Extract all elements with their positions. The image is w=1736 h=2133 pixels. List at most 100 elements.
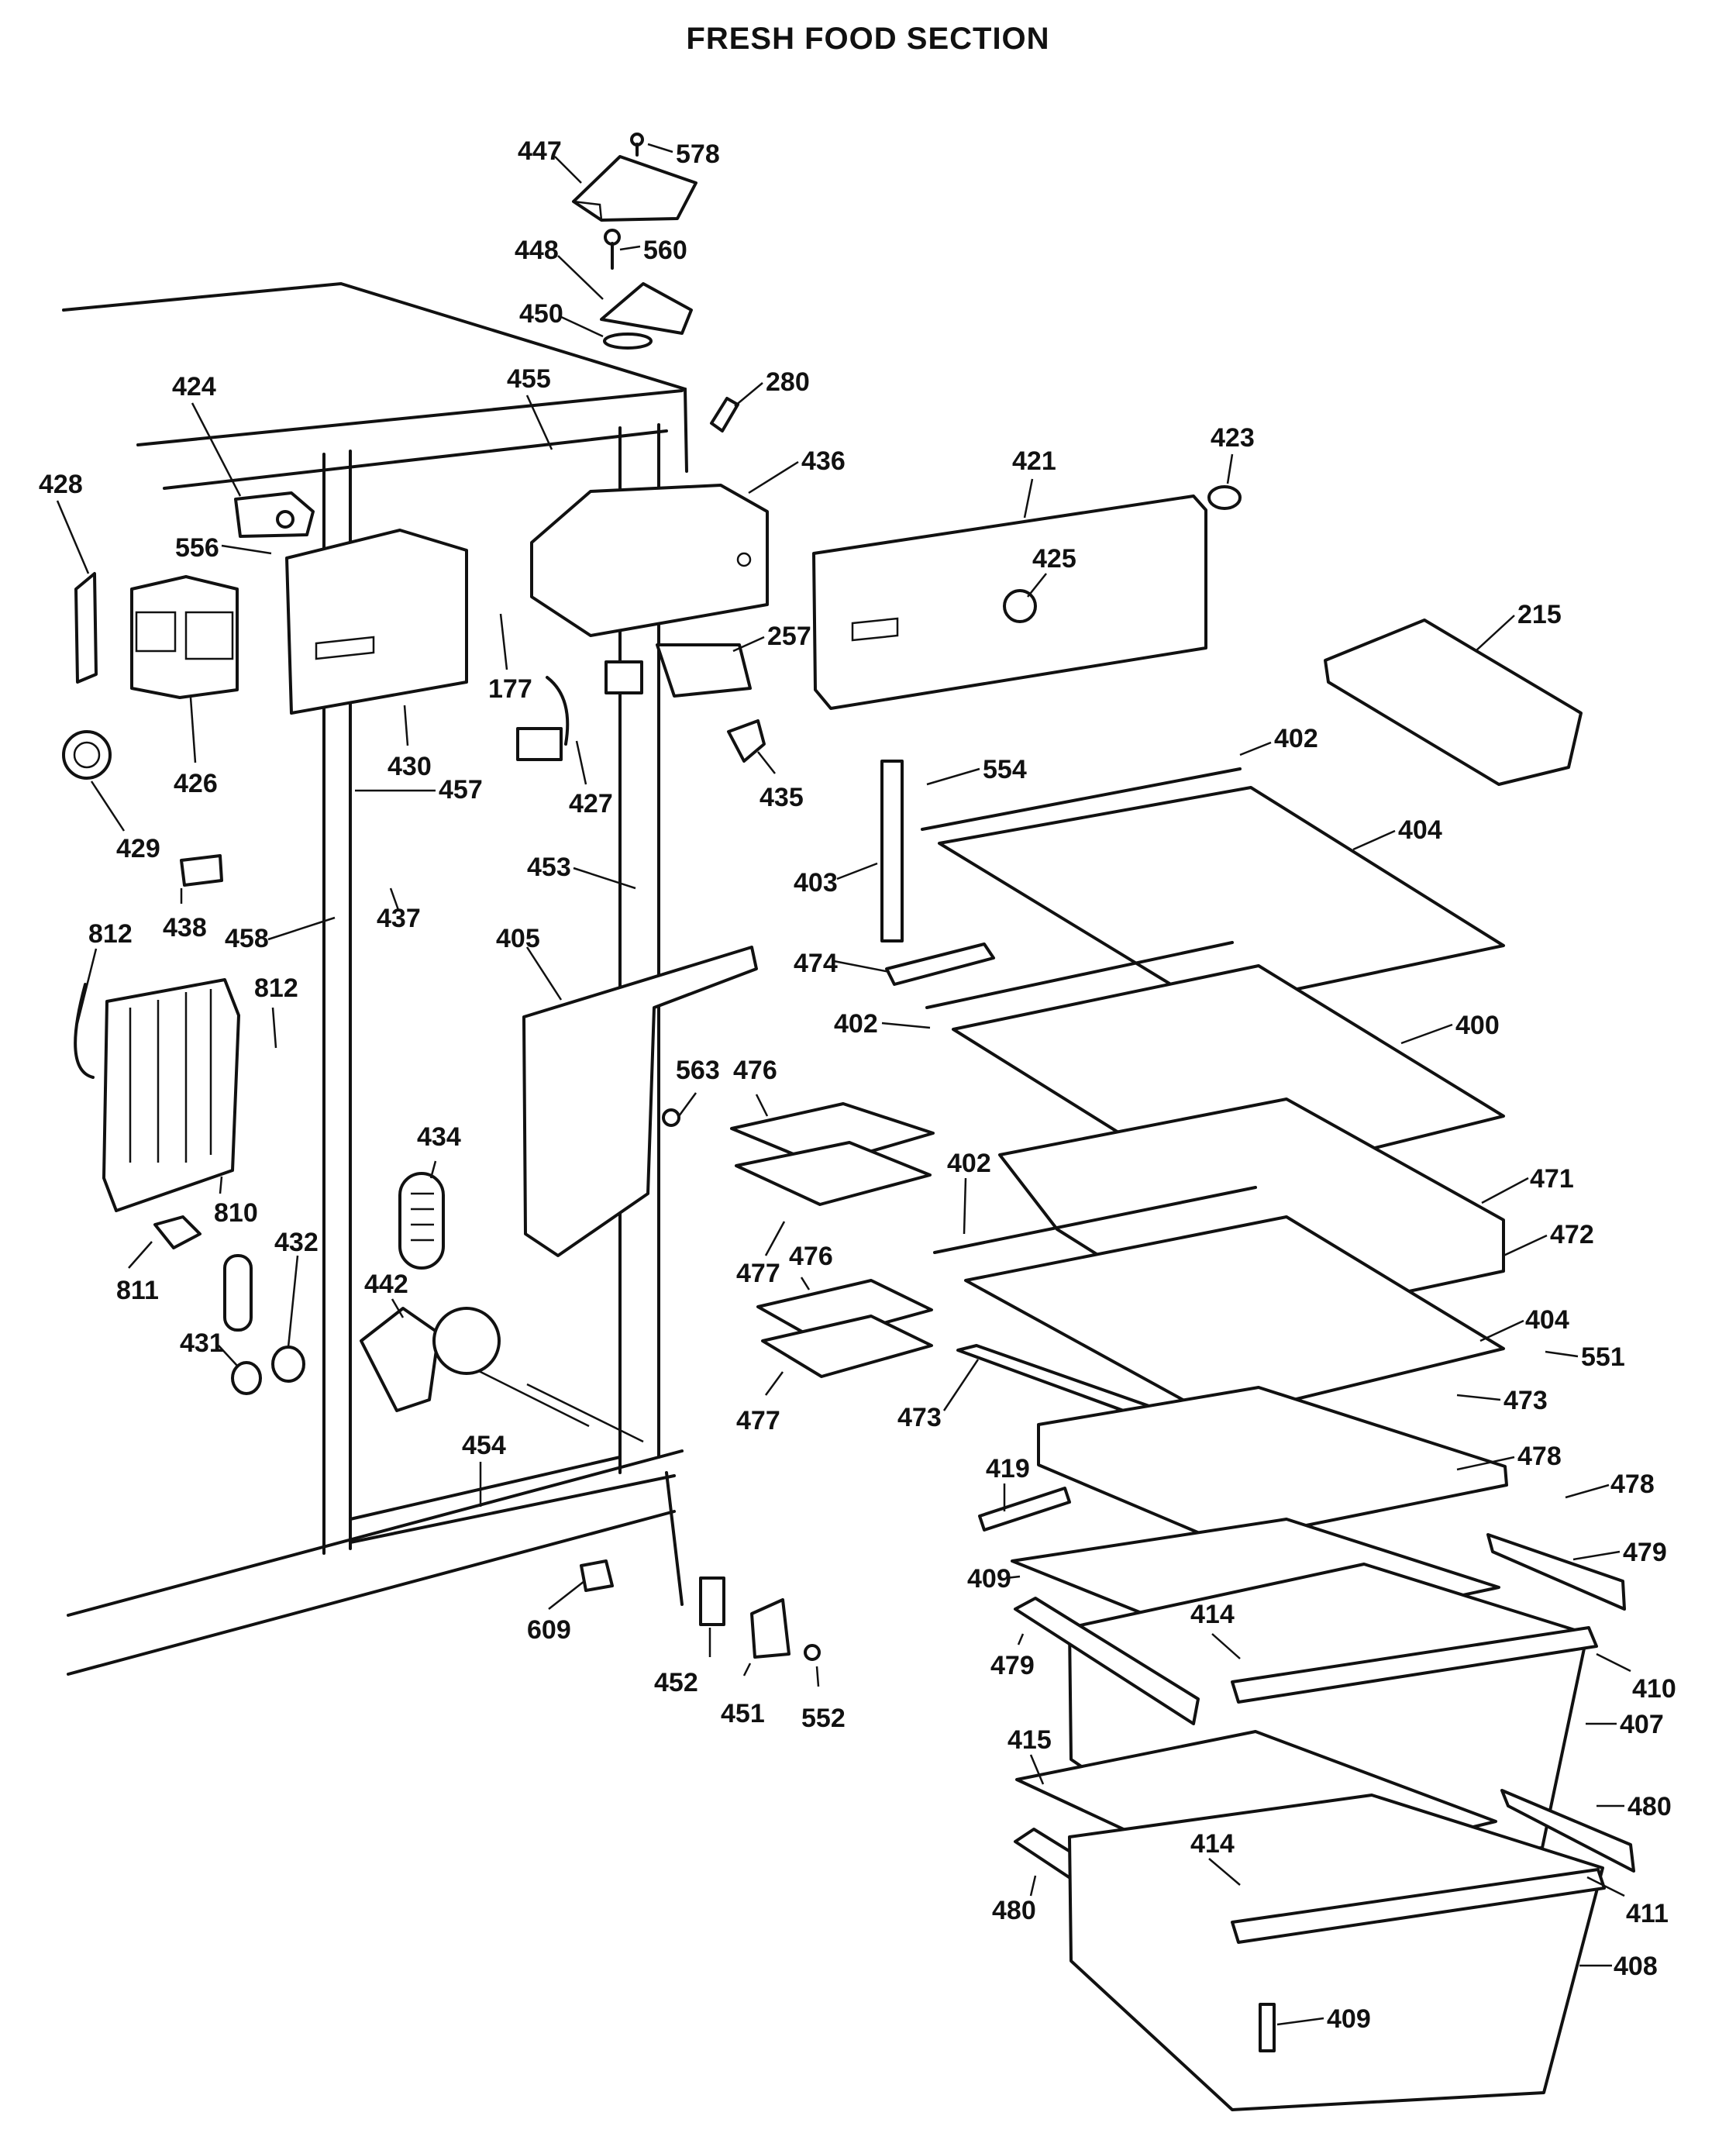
svg-text:480: 480 (992, 1896, 1036, 1925)
callout-409-upper: 409 (967, 1564, 1021, 1594)
control-box-cover (285, 529, 468, 715)
callout-454: 454 (462, 1431, 506, 1507)
svg-text:404: 404 (1398, 815, 1442, 845)
svg-text:400: 400 (1455, 1011, 1500, 1040)
svg-text:442: 442 (364, 1270, 408, 1299)
svg-text:415: 415 (1008, 1725, 1052, 1755)
deli-tray-lower (756, 1279, 933, 1378)
svg-text:434: 434 (417, 1122, 461, 1152)
svg-text:402: 402 (834, 1009, 878, 1039)
svg-text:405: 405 (496, 924, 540, 953)
svg-text:554: 554 (983, 755, 1027, 784)
screw-563 (662, 1108, 680, 1127)
deli-tray-upper (730, 1102, 935, 1206)
svg-text:436: 436 (801, 446, 846, 476)
callout-435: 435 (757, 751, 804, 812)
callout-451: 451 (721, 1663, 765, 1728)
callout-423: 423 (1211, 423, 1255, 484)
air-duct-cover (530, 484, 769, 637)
svg-text:429: 429 (116, 834, 160, 863)
callout-428: 428 (39, 470, 90, 574)
svg-text:402: 402 (1274, 724, 1318, 753)
callout-448: 448 (515, 236, 604, 300)
svg-text:430: 430 (388, 752, 432, 781)
callout-447: 447 (518, 136, 582, 184)
callout-403: 403 (794, 862, 878, 898)
svg-text:479: 479 (1623, 1538, 1667, 1567)
svg-text:452: 452 (654, 1668, 698, 1697)
svg-text:448: 448 (515, 236, 559, 265)
callout-478-lower: 478 (1565, 1470, 1655, 1499)
control-housing (130, 575, 239, 699)
svg-text:427: 427 (569, 789, 613, 818)
callout-426: 426 (174, 697, 218, 798)
svg-text:472: 472 (1550, 1220, 1594, 1249)
callout-438: 438 (163, 888, 207, 942)
callout-402-top: 402 (1239, 724, 1318, 756)
svg-text:438: 438 (163, 913, 207, 942)
svg-text:457: 457 (439, 775, 483, 805)
callout-419: 419 (986, 1454, 1030, 1511)
callout-473-right: 473 (1456, 1386, 1548, 1415)
shelf-404-lower (933, 1186, 1505, 1420)
callout-442: 442 (364, 1270, 408, 1318)
callout-812-left: 812 (76, 919, 133, 1024)
svg-text:563: 563 (676, 1056, 720, 1085)
svg-text:257: 257 (767, 622, 811, 651)
callout-477-upper: 477 (736, 1221, 786, 1288)
callout-474: 474 (794, 949, 890, 978)
fitting-432 (271, 1346, 305, 1383)
callout-434: 434 (417, 1122, 461, 1179)
svg-text:432: 432 (274, 1228, 319, 1257)
connector-435 (727, 719, 766, 763)
callout-478-upper: 478 (1456, 1442, 1562, 1471)
latch-609 (580, 1559, 614, 1592)
svg-text:551: 551 (1581, 1342, 1625, 1372)
svg-text:428: 428 (39, 470, 83, 499)
svg-text:454: 454 (462, 1431, 506, 1460)
callout-177: 177 (488, 613, 532, 704)
svg-text:478: 478 (1517, 1442, 1562, 1471)
small-switch (180, 854, 223, 887)
diagram-title: FRESH FOOD SECTION (686, 22, 1050, 56)
callout-430: 430 (388, 705, 432, 781)
callout-551: 551 (1545, 1342, 1625, 1372)
callout-556: 556 (175, 533, 272, 563)
callout-257: 257 (732, 622, 811, 653)
door-stop-pin (710, 397, 739, 432)
svg-text:407: 407 (1620, 1710, 1664, 1739)
svg-text:476: 476 (789, 1242, 833, 1271)
screw-552 (804, 1644, 821, 1661)
callout-563: 563 (676, 1056, 720, 1117)
drawer-slide-479 (1014, 1597, 1200, 1725)
callout-409-lower: 409 (1276, 2004, 1371, 2034)
temp-control-knob (398, 1172, 445, 1270)
svg-text:177: 177 (488, 674, 532, 704)
shelf-support-403 (880, 760, 904, 942)
svg-text:474: 474 (794, 949, 838, 978)
hinge-screw-top (630, 133, 644, 157)
svg-text:473: 473 (897, 1403, 942, 1432)
svg-text:812: 812 (254, 973, 298, 1003)
svg-text:437: 437 (377, 904, 421, 933)
fitting-431 (231, 1361, 262, 1395)
svg-text:424: 424 (172, 372, 216, 401)
callout-810: 810 (214, 1176, 258, 1228)
heater-assembly (102, 978, 240, 1212)
heater-wire (74, 983, 95, 1079)
callout-404-top: 404 (1352, 815, 1442, 851)
callout-471: 471 (1481, 1164, 1574, 1204)
callout-477-lower: 477 (736, 1371, 784, 1435)
callout-429: 429 (90, 780, 160, 863)
callout-450: 450 (519, 299, 604, 338)
svg-text:431: 431 (180, 1328, 224, 1358)
svg-text:447: 447 (518, 136, 562, 166)
callout-455: 455 (507, 364, 553, 450)
svg-text:552: 552 (801, 1704, 846, 1733)
top-hinge-plate (600, 282, 693, 350)
crisper-drawer-408 (1068, 1794, 1606, 2111)
svg-text:403: 403 (794, 868, 838, 898)
callout-479-right: 479 (1572, 1538, 1667, 1567)
svg-text:556: 556 (175, 533, 219, 563)
callout-452: 452 (654, 1628, 711, 1697)
